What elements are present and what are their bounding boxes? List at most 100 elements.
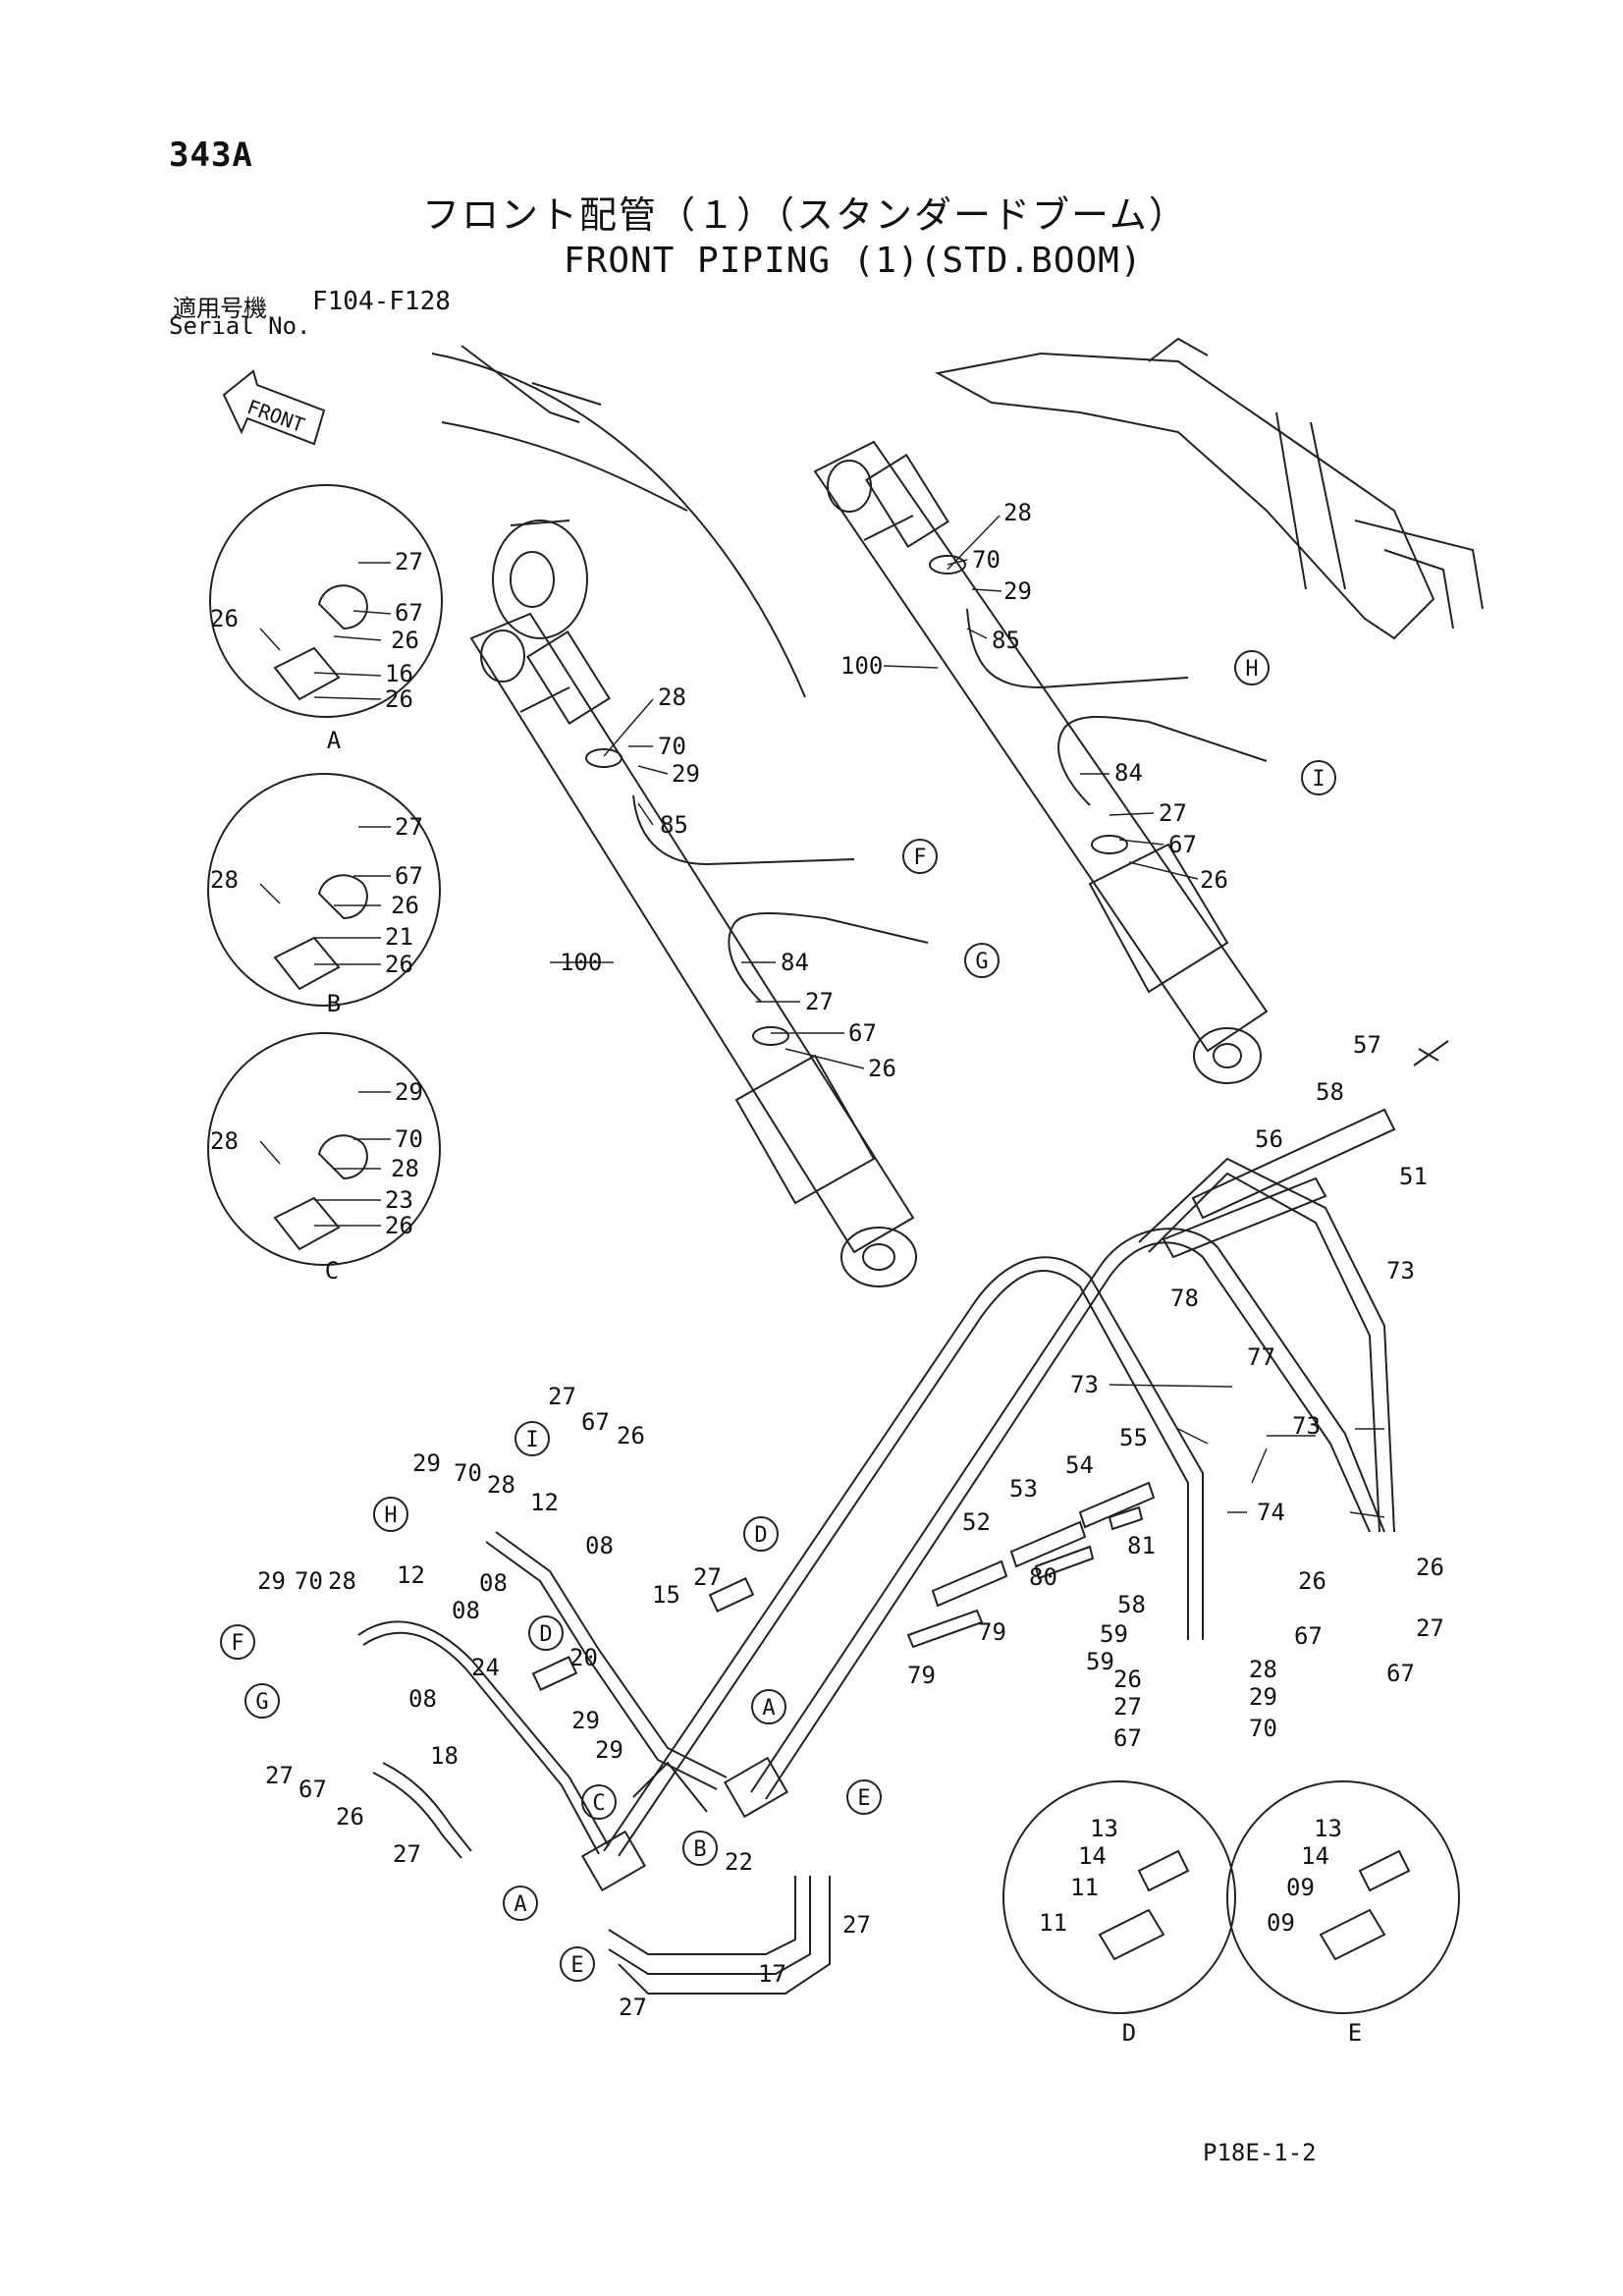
callout: 28 bbox=[658, 683, 686, 711]
callout: 29 bbox=[1249, 1683, 1277, 1711]
callout: 29 bbox=[571, 1707, 600, 1734]
callout: 18 bbox=[430, 1742, 459, 1770]
ref-letter-circles bbox=[220, 650, 1336, 1982]
detail-a-circle bbox=[209, 484, 443, 718]
ref-letter-i-lower: I bbox=[525, 1428, 538, 1452]
callout: 28 bbox=[328, 1567, 356, 1595]
callout: 28 bbox=[210, 1127, 239, 1155]
callout: 85 bbox=[992, 627, 1020, 654]
callout: 67 bbox=[848, 1019, 877, 1047]
callout: 08 bbox=[479, 1569, 508, 1597]
callout: 58 bbox=[1117, 1591, 1146, 1618]
ref-circle-g-lower bbox=[244, 1683, 280, 1719]
ref-circle-b bbox=[682, 1831, 718, 1866]
detail-labels: A B C D E bbox=[325, 727, 1362, 2047]
callout: 100 bbox=[840, 652, 883, 680]
ref-circle-f bbox=[902, 839, 938, 874]
callout: 73 bbox=[1386, 1257, 1415, 1285]
callout: 13 bbox=[1090, 1815, 1118, 1842]
ref-letter-d2: D bbox=[539, 1622, 552, 1647]
ref-circle-a bbox=[751, 1689, 786, 1724]
left-piping-numbers: 27 67 26 29 70 28 12 08 08 29 70 28 12 0… bbox=[257, 1383, 871, 2021]
callout: 12 bbox=[530, 1489, 559, 1516]
serial-label-english: Serial No. bbox=[169, 312, 311, 340]
detail-e-numbers: 13 14 09 09 bbox=[1267, 1815, 1342, 1937]
detail-label-b: B bbox=[327, 990, 341, 1017]
ref-letter-b: B bbox=[693, 1837, 706, 1862]
detail-b-circle bbox=[207, 773, 441, 1007]
callout: 51 bbox=[1399, 1163, 1428, 1190]
callout: 78 bbox=[1170, 1285, 1199, 1312]
ref-circle-f-lower bbox=[220, 1624, 255, 1660]
ref-letter-h-lower: H bbox=[384, 1503, 397, 1528]
callout: 27 bbox=[842, 1911, 871, 1939]
callout: 17 bbox=[758, 1960, 786, 1988]
callout: 27 bbox=[693, 1563, 722, 1591]
title-japanese: フロント配管（１）（スタンダードブーム） bbox=[422, 193, 1188, 237]
detail-label-d: D bbox=[1122, 2019, 1136, 2047]
callout: 55 bbox=[1119, 1424, 1148, 1451]
callout: 26 bbox=[1113, 1666, 1142, 1693]
callout: 11 bbox=[1039, 1909, 1067, 1937]
left-boom-cylinder bbox=[469, 612, 917, 1287]
detail-circles bbox=[207, 484, 1460, 2014]
title-english: FRONT PIPING (1)(STD.BOOM) bbox=[564, 241, 1143, 281]
callout: 56 bbox=[1255, 1125, 1283, 1153]
callout: 74 bbox=[1257, 1499, 1285, 1526]
callout: 79 bbox=[978, 1618, 1006, 1646]
callout: 28 bbox=[391, 1155, 419, 1182]
callout: 27 bbox=[395, 548, 423, 575]
detail-label-e: E bbox=[1348, 2019, 1362, 2047]
detail-d-numbers: 13 14 11 11 bbox=[1039, 1815, 1118, 1937]
callout: 27 bbox=[1159, 799, 1187, 827]
callout: 26 bbox=[391, 627, 419, 654]
ref-letter-g: G bbox=[975, 950, 988, 974]
callout: 20 bbox=[569, 1644, 598, 1671]
callout: 22 bbox=[725, 1848, 753, 1876]
callout: 29 bbox=[595, 1736, 623, 1764]
right-pipe-numbers: 57 58 56 51 73 78 77 73 73 74 55 54 53 5… bbox=[907, 1031, 1444, 1752]
callout: 29 bbox=[412, 1449, 441, 1477]
serial-label-japanese: 適用号機 bbox=[173, 295, 267, 322]
callout: 84 bbox=[781, 949, 809, 976]
callout: 67 bbox=[395, 599, 423, 627]
callout: 77 bbox=[1247, 1343, 1275, 1371]
callout: 08 bbox=[452, 1597, 480, 1624]
callout: 67 bbox=[1113, 1724, 1142, 1752]
callout: 27 bbox=[548, 1383, 576, 1410]
callout: 28 bbox=[210, 866, 239, 894]
callout: 84 bbox=[1114, 759, 1143, 787]
ref-circle-d2 bbox=[528, 1615, 564, 1651]
callout: 12 bbox=[397, 1561, 425, 1589]
ref-circle-d bbox=[743, 1516, 779, 1552]
detail-label-c: C bbox=[325, 1257, 339, 1285]
ref-circle-h bbox=[1234, 650, 1270, 685]
detail-b-numbers: 27 67 28 26 21 26 bbox=[210, 813, 423, 978]
callout: 73 bbox=[1070, 1371, 1099, 1398]
lower-left-piping bbox=[357, 1531, 831, 1995]
callout: 26 bbox=[868, 1055, 896, 1082]
callout: 67 bbox=[1168, 831, 1197, 858]
serial-range: F104-F128 bbox=[312, 287, 451, 316]
callout: 08 bbox=[585, 1532, 614, 1559]
ref-letter-c: C bbox=[592, 1791, 605, 1816]
callout: 08 bbox=[408, 1685, 437, 1713]
ref-letter-f-lower: F bbox=[231, 1631, 243, 1656]
callout: 16 bbox=[385, 660, 413, 687]
callout: 53 bbox=[1009, 1475, 1038, 1503]
callout: 27 bbox=[619, 1994, 647, 2021]
callout: 28 bbox=[1249, 1656, 1277, 1683]
callout: 11 bbox=[1070, 1874, 1099, 1901]
ref-letter-f: F bbox=[913, 846, 926, 870]
boom-outline bbox=[431, 337, 1484, 698]
callout: 70 bbox=[1249, 1715, 1277, 1742]
callout: 13 bbox=[1314, 1815, 1342, 1842]
ref-letter-e: E bbox=[857, 1786, 870, 1811]
callout: 80 bbox=[1029, 1563, 1057, 1591]
ref-letter-d: D bbox=[754, 1523, 767, 1548]
callout: 67 bbox=[1386, 1660, 1415, 1687]
callout: 09 bbox=[1286, 1874, 1315, 1901]
callout: 54 bbox=[1065, 1451, 1094, 1479]
